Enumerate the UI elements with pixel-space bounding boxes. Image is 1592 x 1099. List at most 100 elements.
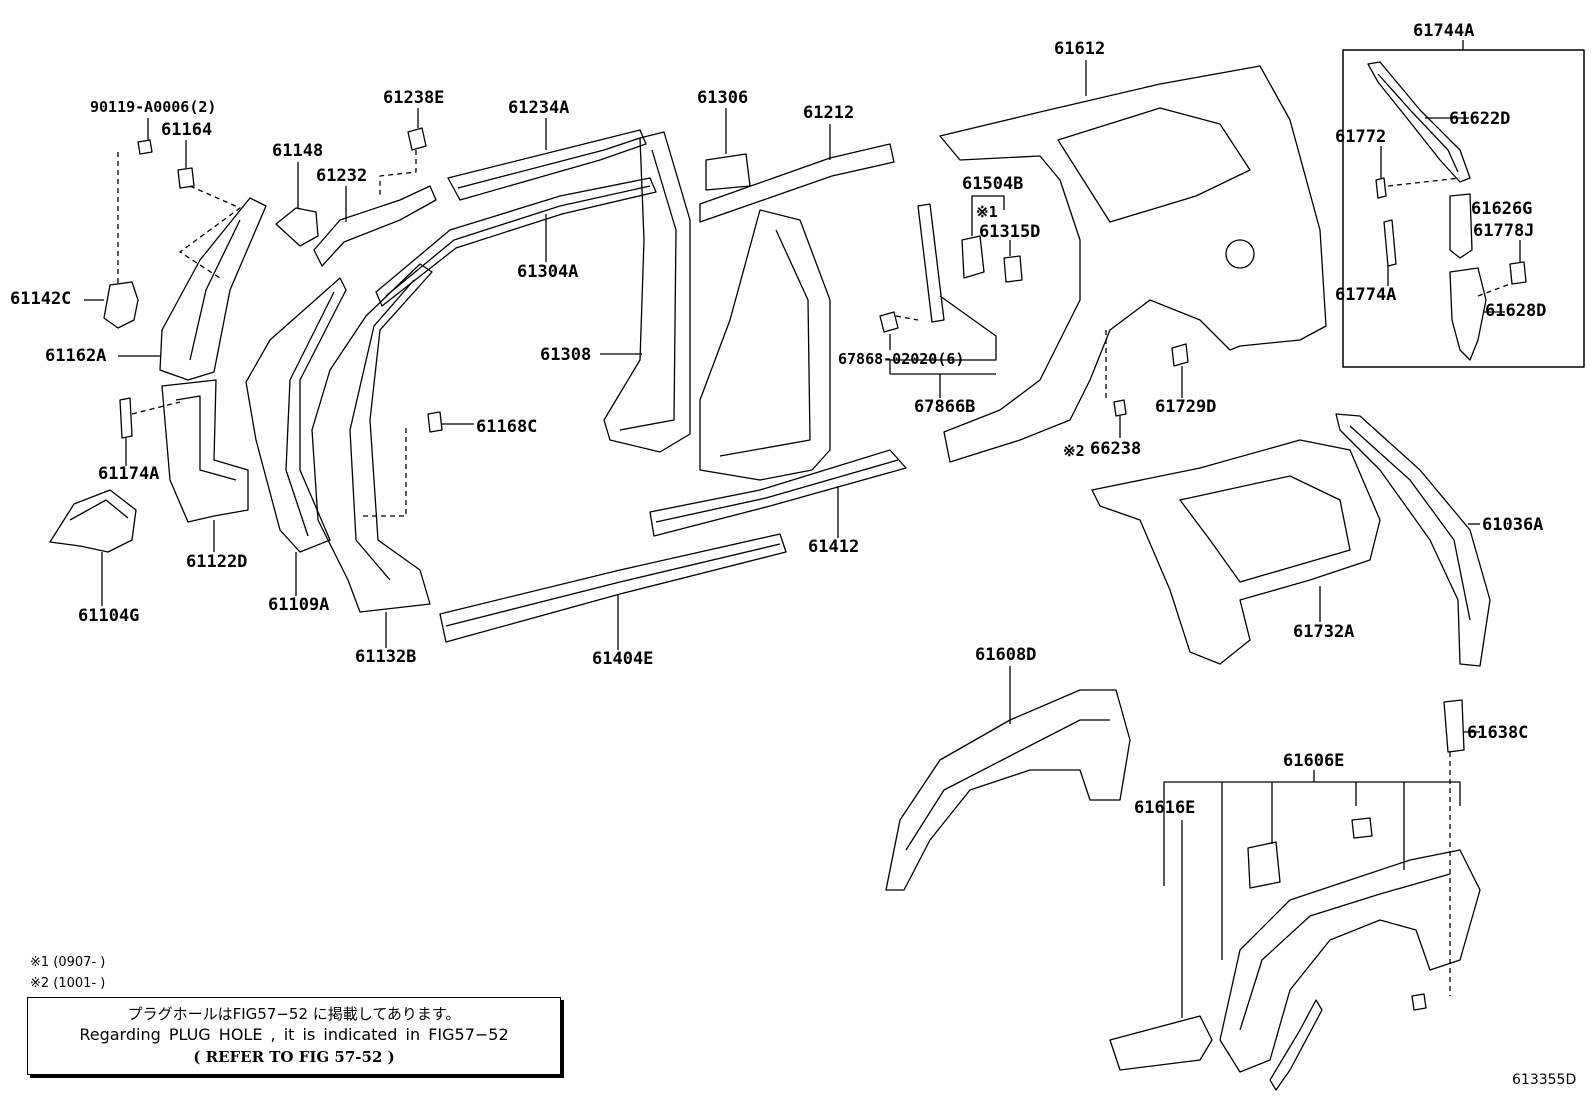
- part-label-l24: 67868-02020(6): [838, 350, 965, 368]
- part-61238E: [407, 127, 427, 151]
- part-label-l07: 61306: [697, 88, 749, 108]
- part-61729D: [1171, 343, 1189, 367]
- part-61412: [649, 449, 907, 537]
- part-label-l26: 61729D: [1155, 397, 1217, 417]
- part-label-l05: 61232: [316, 166, 368, 186]
- part-61404E: [439, 533, 787, 643]
- part-label-l11: 61622D: [1449, 109, 1511, 129]
- part-label-l10: 61744A: [1413, 21, 1475, 41]
- part-61164: [177, 167, 195, 189]
- part-61212-inner: [719, 229, 811, 457]
- part-61162A-inner: [189, 219, 241, 361]
- part-90119-bolt: [137, 139, 153, 155]
- part-61142C: [103, 281, 139, 329]
- part-61122D-inner: [175, 395, 237, 481]
- part-61168C: [427, 411, 443, 433]
- part-61772: [1375, 177, 1387, 199]
- part-61212-pillar: [699, 209, 831, 481]
- part-61628D: [1449, 267, 1487, 361]
- part-61308-inner: [619, 149, 677, 431]
- part-61109A-inner: [285, 291, 335, 537]
- part-label-l29: 66238: [1090, 439, 1142, 459]
- part-61608D: [885, 689, 1131, 891]
- part-67868-clip: [879, 311, 899, 333]
- part-61638C: [1443, 699, 1465, 753]
- part-61234A: [447, 129, 647, 201]
- part-61608D-inner: [905, 719, 1110, 851]
- part-61104G: [49, 489, 137, 553]
- part-61606E-nut: [1411, 993, 1427, 1011]
- part-66238: [1113, 399, 1127, 417]
- part-label-l38: 61404E: [592, 649, 654, 669]
- bracket-67866B: [889, 295, 997, 374]
- dash-61238E: [379, 150, 417, 196]
- part-61308: [603, 131, 691, 453]
- part-61304A: [375, 177, 657, 307]
- part-61612: [939, 65, 1327, 463]
- part-label-l42: 61616E: [1134, 798, 1196, 818]
- part-label-l31: 61036A: [1482, 515, 1544, 535]
- part-61504B: [961, 235, 985, 279]
- part-label-l12: 61772: [1335, 127, 1387, 147]
- part-61036A-inner: [1349, 425, 1471, 621]
- part-61036A: [1335, 413, 1491, 667]
- part-61606E-bracket-a: [1247, 841, 1281, 889]
- dash-61174A: [131, 401, 181, 415]
- part-61606E-lower: [1269, 999, 1323, 1091]
- part-61132B-inner: [349, 279, 415, 581]
- part-label-l15: 61774A: [1335, 285, 1397, 305]
- part-label-l40: 61638C: [1467, 723, 1529, 743]
- part-61104G-inner: [69, 499, 129, 521]
- inset-box-61744A: [1342, 49, 1585, 368]
- part-label-l14: 61778J: [1473, 221, 1535, 241]
- part-label-l18: 61304A: [517, 262, 579, 282]
- figure-id: 613355D: [1512, 1072, 1577, 1088]
- dash-61772: [1387, 177, 1461, 187]
- dash-67868: [895, 315, 919, 321]
- part-61306: [705, 153, 751, 191]
- part-label-l25: 67866B: [914, 397, 976, 417]
- part-61732A: [1091, 439, 1381, 665]
- part-label-l27: 61168C: [476, 417, 538, 437]
- part-label-l06: 61234A: [508, 98, 570, 118]
- part-label-l35: 61104G: [78, 606, 140, 626]
- bracket-61606E: [1163, 781, 1461, 886]
- note-line-refer: ( REFER TO FIG 57-52 ): [193, 1048, 395, 1066]
- part-61162A: [159, 197, 267, 381]
- part-label-l04: 61238E: [383, 88, 445, 108]
- note-line-english: Regarding PLUG HOLE , it is indicated in…: [79, 1025, 509, 1044]
- part-61174A: [119, 397, 133, 439]
- part-label-l21: 61315D: [979, 222, 1041, 242]
- part-61234A-inner: [457, 137, 641, 189]
- part-label-l39: 61608D: [975, 645, 1037, 665]
- part-label-l08: 61212: [803, 103, 855, 123]
- part-label-l32: 61412: [808, 537, 860, 557]
- part-label-l22: 61162A: [45, 346, 107, 366]
- part-67866B-strip: [917, 203, 945, 323]
- part-label-l37: 61132B: [355, 647, 417, 667]
- part-label-l28: ※2: [1063, 442, 1085, 460]
- part-label-l20: ※1: [976, 203, 998, 221]
- part-61404E-inner: [445, 543, 781, 627]
- part-61622D-inner: [1377, 73, 1459, 173]
- part-61315D: [1003, 255, 1023, 283]
- part-61122D: [161, 379, 249, 523]
- part-label-l09: 61612: [1054, 39, 1106, 59]
- part-label-l13: 61626G: [1471, 199, 1533, 219]
- part-61232: [313, 185, 437, 267]
- part-label-l01: 90119-A0006(2): [90, 98, 217, 116]
- part-61616E: [1109, 1015, 1213, 1071]
- footnote-2: ※2 (1001- ): [30, 976, 106, 991]
- footnote-1: ※1 (0907- ): [30, 955, 106, 970]
- part-label-l41: 61606E: [1283, 751, 1345, 771]
- part-61622D: [1367, 61, 1471, 183]
- plug-hole-note: プラグホールはFIG57−52 に掲載してあります。 Regarding PLU…: [27, 997, 561, 1075]
- part-61109A: [245, 277, 347, 553]
- part-61774A: [1383, 219, 1397, 267]
- part-label-l16: 61628D: [1485, 301, 1547, 321]
- leader-61504B: [971, 195, 1005, 236]
- part-61412-inner: [655, 459, 899, 523]
- part-61606E-housing-inner: [1239, 873, 1451, 1031]
